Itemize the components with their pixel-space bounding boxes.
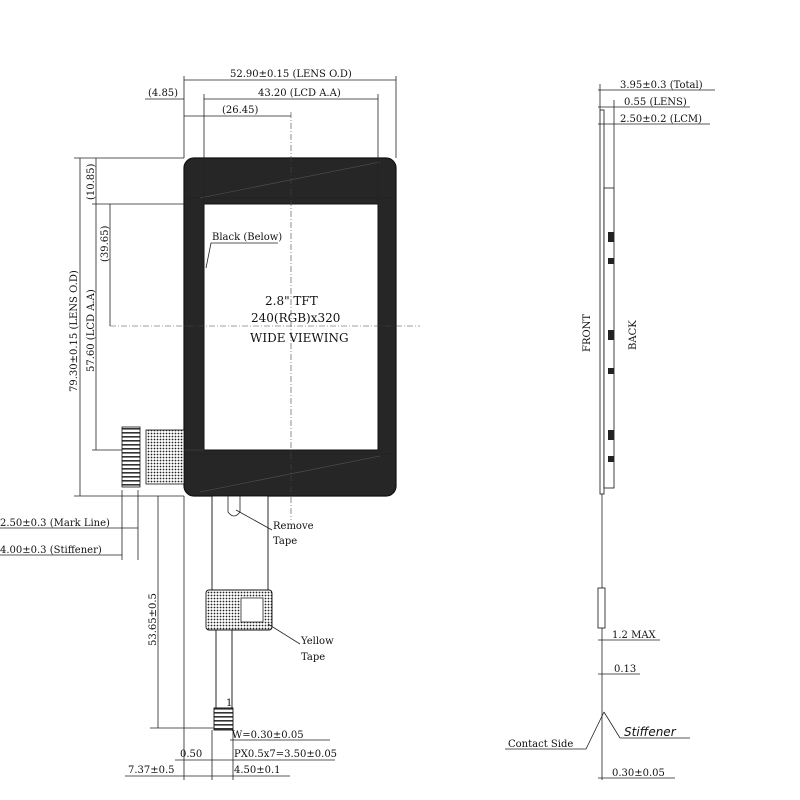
dim-lens-od-height: 79.30±0.15 (LENS O.D) — [69, 270, 80, 392]
connector-area — [145, 429, 185, 485]
yellow-tape-label: Yellow — [300, 636, 334, 647]
stiffener-label: Stiffener — [624, 725, 677, 739]
screen-resolution-text: 240(RGB)x320 — [251, 311, 340, 325]
screen-viewing-text: WIDE VIEWING — [250, 331, 349, 345]
dim-pin-offset: 0.50 — [180, 749, 202, 760]
back-label: BACK — [628, 320, 639, 350]
front-label: FRONT — [582, 314, 593, 352]
dim-lens: 0.55 (LENS) — [624, 97, 687, 108]
fpc-contacts — [213, 707, 234, 731]
dim-pin-width: W=0.30±0.05 — [232, 730, 304, 741]
side-view: FRONT BACK 3.95±0.3 (Total) 0.55 (LENS) … — [505, 80, 715, 780]
dim-center-offset: (26.45) — [222, 105, 259, 116]
dim-top-offset: (10.85) — [86, 163, 97, 200]
dim-fpc-width: 4.50±0.1 — [234, 765, 281, 776]
fpc-lead — [215, 629, 233, 709]
pin1-label: 1 — [226, 698, 232, 709]
dim-fpc-length: 53.65±0.5 — [148, 593, 159, 646]
dim-fpc-thickness: 0.13 — [614, 664, 636, 675]
dim-center-offset-vertical: (39.65) — [100, 225, 111, 262]
dim-left-offset: (4.85) — [148, 88, 178, 99]
dim-lcd-aa-height: 57.60 (LCD A.A) — [86, 289, 97, 372]
dim-mark-line: 2.50±0.3 (Mark Line) — [0, 518, 110, 529]
stiffener-block — [121, 426, 141, 488]
black-below-label: Black (Below) — [212, 232, 282, 243]
remove-tape-label: Remove — [273, 521, 314, 532]
side-stiffener — [597, 587, 606, 629]
dim-stiffener-width: 4.00±0.3 (Stiffener) — [0, 545, 102, 556]
dim-lens-od-width: 52.90±0.15 (LENS O.D) — [230, 69, 352, 80]
contact-side-label: Contact Side — [508, 739, 573, 750]
side-lens — [599, 109, 605, 495]
dim-pitch: PX0.5x7=3.50±0.05 — [234, 749, 337, 760]
dim-lcm: 2.50±0.2 (LCM) — [620, 114, 702, 125]
dim-lcd-aa-width: 43.20 (LCD A.A) — [258, 88, 341, 99]
dim-max: 1.2 MAX — [612, 630, 657, 641]
remove-tape-label-2: Tape — [273, 536, 297, 547]
dim-total: 3.95±0.3 (Total) — [620, 80, 703, 91]
dim-stiffener-thickness: 0.30±0.05 — [612, 768, 665, 779]
screen-size-text: 2.8" TFT — [265, 294, 318, 308]
front-view: 2.8" TFT 240(RGB)x320 WIDE VIEWING Black… — [0, 69, 420, 780]
dim-fpc-offset: 7.37±0.5 — [128, 765, 175, 776]
yellow-tape-label-2: Tape — [301, 652, 325, 663]
